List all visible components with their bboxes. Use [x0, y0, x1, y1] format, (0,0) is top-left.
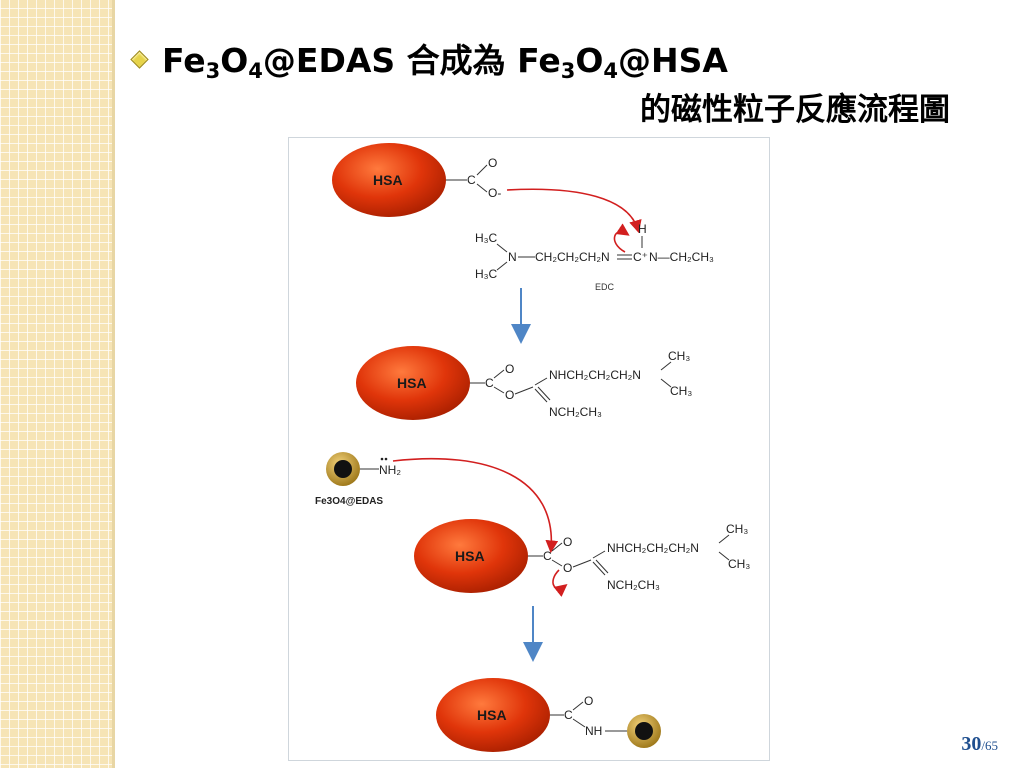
edc-bond-b — [496, 261, 508, 271]
prod-carbon: C — [564, 708, 573, 722]
curved-arrow-attack-2 — [392, 457, 559, 554]
title-sub-3: 3 — [205, 59, 221, 83]
oxygen-top-1: O — [488, 156, 497, 170]
edc-label: EDC — [595, 282, 615, 292]
o-acylisourea-1: HSA C O O NHCH₂CH₂CH₂N CH₃ CH₃ NCH₂CH₃ — [356, 346, 692, 420]
int1-bond-oc — [514, 386, 534, 395]
page-number: 30/65 — [961, 733, 998, 756]
int1-carbon: C — [485, 376, 494, 390]
prod-oxygen-top: O — [584, 694, 593, 708]
int2-n-ethyl: NCH₂CH₃ — [607, 578, 660, 592]
sidebar-edge — [112, 0, 115, 768]
edc-hydrogen: H — [638, 222, 647, 236]
edc-molecule: H₃C H₃C N CH₂CH₂CH₂N C⁺ H N—CH₂CH₃ EDC — [475, 222, 714, 292]
int1-double-a — [534, 388, 548, 403]
reaction-figure: HSA C O O- H₃C H₃C N CH₂CH₂CH₂N C⁺ H N—C… — [288, 137, 770, 761]
edc-carbocation: C⁺ — [633, 250, 648, 264]
bond-co-1 — [476, 164, 488, 176]
int2-bond-cn — [592, 550, 606, 559]
title-edas-text: @EDAS 合成為 Fe — [262, 41, 561, 80]
int2-double-b — [595, 559, 609, 574]
fe3o4-edas-bead: NH₂ Fe3O4@EDAS — [315, 452, 401, 507]
int2-bond-ch3b — [718, 551, 730, 561]
int2-carbon: C — [543, 549, 552, 563]
slide-title: Fe3O4@EDAS 合成為 Fe3O4@HSA 的磁性粒子反應流程圖 — [130, 36, 1000, 136]
int1-oxygen-link: O — [505, 388, 514, 402]
edc-h3c-top: H₃C — [475, 231, 498, 245]
int1-bond-cn — [534, 377, 548, 386]
int2-oxygen-link: O — [563, 561, 572, 575]
bead-label: Fe3O4@EDAS — [315, 496, 383, 507]
bond-co-2 — [476, 183, 488, 193]
int2-bond-co — [551, 542, 563, 552]
int1-bond-o — [493, 386, 505, 394]
bead-core-1 — [334, 460, 352, 478]
int1-double-b — [537, 386, 551, 401]
hsa-protein-4 — [436, 678, 550, 752]
title-sub-4: 4 — [248, 59, 263, 83]
lone-pair-dot-a — [380, 457, 384, 461]
bead-core-2 — [635, 722, 653, 740]
edc-bond-a — [496, 243, 508, 253]
hsa-label-2: HSA — [397, 375, 427, 391]
title-line-1: Fe3O4@EDAS 合成為 Fe3O4@HSA — [162, 36, 728, 86]
edc-chain: CH₂CH₂CH₂N — [535, 250, 610, 264]
title-sub-4b: 4 — [603, 59, 619, 83]
carbon-1: C — [467, 173, 476, 187]
o-acylisourea-2: HSA C O O NHCH₂CH₂CH₂N CH₃ CH₃ NCH₂CH₃ — [414, 519, 750, 597]
hsa-label-4: HSA — [477, 707, 507, 723]
title-hsa-text: @HSA — [618, 41, 728, 80]
lone-pair-dot-b — [384, 457, 388, 461]
int1-oxygen-top: O — [505, 362, 514, 376]
curved-arrow-electron-1 — [613, 223, 630, 253]
prod-nh: NH — [585, 724, 602, 738]
int2-ch3-top: CH₃ — [726, 522, 748, 536]
hsa-protein-3 — [414, 519, 528, 593]
reaction-diagram-svg: HSA C O O- H₃C H₃C N CH₂CH₂CH₂N C⁺ H N—C… — [315, 143, 750, 752]
title-o: O — [220, 41, 249, 80]
int2-bond-ch3a — [718, 534, 730, 544]
page-total: /65 — [981, 738, 998, 753]
curved-arrow-attack-1 — [506, 188, 642, 234]
int2-bond-o — [551, 559, 563, 567]
int2-amine-chain: NHCH₂CH₂CH₂N — [607, 541, 699, 555]
curved-arrow-electron-2 — [552, 569, 568, 597]
prod-bond-co — [572, 701, 584, 711]
edc-ethyl-tail: N—CH₂CH₃ — [649, 250, 714, 264]
title-sub-3b: 3 — [560, 59, 576, 83]
hsa-protein-1 — [332, 143, 446, 217]
hsa-protein-2 — [356, 346, 470, 420]
int1-bond-ch3a — [660, 361, 672, 371]
amine-group: NH₂ — [379, 463, 401, 477]
int1-ch3-bottom: CH₃ — [670, 384, 692, 398]
int1-amine-chain: NHCH₂CH₂CH₂N — [549, 368, 641, 382]
fe3o4-hsa-product: HSA C O NH — [436, 678, 661, 752]
hsa-label-3: HSA — [455, 548, 485, 564]
title-o-b: O — [575, 41, 604, 80]
int2-oxygen-top: O — [563, 535, 572, 549]
int2-double-a — [592, 561, 606, 576]
hsa-label-1: HSA — [373, 172, 403, 188]
diamond-bullet-icon — [130, 50, 149, 69]
prod-bond-cn — [572, 718, 586, 728]
int1-bond-ch3b — [660, 378, 672, 388]
title-fe: Fe — [162, 41, 206, 80]
int2-ch3-bottom: CH₃ — [728, 557, 750, 571]
int2-bond-oc — [572, 559, 592, 568]
title-line-2: 的磁性粒子反應流程圖 — [640, 92, 950, 128]
hsa-carboxylate: HSA C O O- — [332, 143, 501, 217]
int1-ch3-top: CH₃ — [668, 349, 690, 363]
sidebar-pattern — [0, 0, 112, 768]
oxygen-minus-1: O- — [488, 186, 501, 200]
page-current: 30 — [961, 733, 982, 755]
int1-n-ethyl: NCH₂CH₃ — [549, 405, 602, 419]
int1-bond-co — [493, 369, 505, 379]
edc-nitrogen-1: N — [508, 250, 517, 264]
edc-h3c-bottom: H₃C — [475, 267, 498, 281]
